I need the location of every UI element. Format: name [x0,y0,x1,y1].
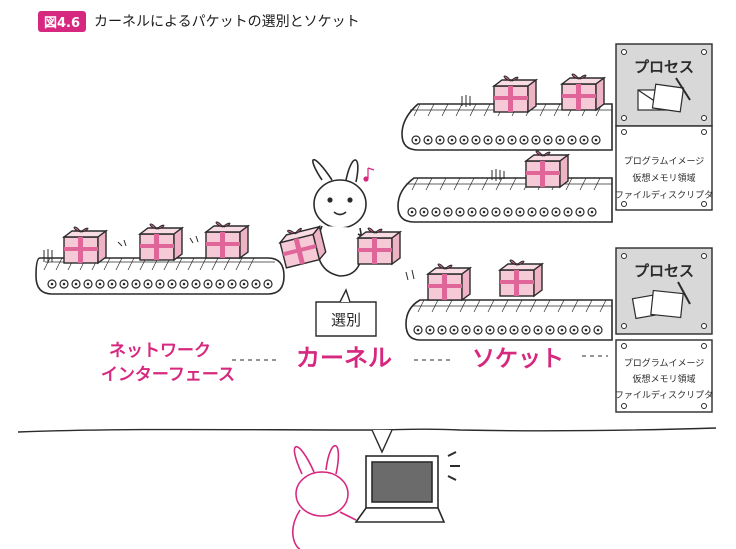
kernel-label: カーネル [296,344,392,372]
process-panel-top: プロセス プログラムイメージ 仮想メモリ領域 ファイルディスクリプタ [615,43,713,211]
laptop-icon [354,455,446,523]
gift-box-icon [63,221,249,264]
figure-title: カーネルによるパケットの選別とソケット [94,14,360,30]
select-note-label: 選別 [331,311,361,329]
figure-number-badge: 図4.6 [38,10,87,32]
rabbit-icon [291,444,357,549]
network-interface-label: ネットワーク [109,341,211,361]
process-detail: ファイルディスクリプタ [615,389,713,401]
nic-conveyor [35,249,285,295]
socket-conveyor-bottom [405,269,613,341]
envelope-pen-icon [631,281,691,320]
process-title: プロセス [634,58,694,76]
process-detail: プログラムイメージ [624,357,705,369]
select-note: 選別 [315,288,377,337]
gift-box-icon [427,259,543,301]
process-detail: 仮想メモリ領域 [632,172,695,184]
socket-conveyor-middle [397,169,613,223]
process-detail: ファイルディスクリプタ [615,189,713,201]
envelope-pen-icon [637,77,691,113]
network-interface-label: インターフェース [101,365,235,385]
music-note-icon [363,167,375,182]
process-detail: プログラムイメージ [624,155,705,167]
process-panel-bottom: プロセス プログラムイメージ 仮想メモリ領域 ファイルディスクリプタ [615,247,713,413]
process-detail: 仮想メモリ領域 [632,373,695,385]
gift-box-icon [525,150,569,188]
figure-header: 図4.6 カーネルによるパケットの選別とソケット [38,10,360,32]
process-title: プロセス [634,262,694,280]
socket-label: ソケット [472,346,564,372]
socket-conveyor-top [401,95,613,151]
